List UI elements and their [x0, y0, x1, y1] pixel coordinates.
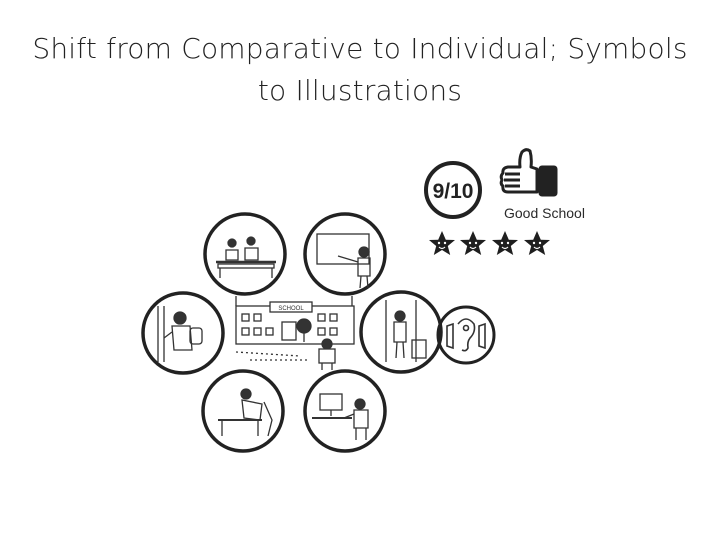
score-text: 9/10 [433, 180, 474, 203]
thumbs-up-icon [499, 148, 558, 197]
star-icon [524, 231, 550, 255]
classroom-students-illustration [203, 212, 287, 296]
student-computer-illustration [303, 369, 387, 453]
hearing-icon [436, 305, 496, 365]
school-sign: SCHOOL [278, 306, 304, 312]
star-icon [492, 231, 518, 255]
school-building-illustration: SCHOOL [235, 296, 355, 370]
student-backpack-illustration [141, 291, 225, 375]
star-icon [429, 231, 455, 255]
rating-label: Good School [504, 205, 585, 221]
slide-title: Shift from Comparative to Individual; Sy… [20, 28, 700, 112]
student-standing-illustration [359, 290, 443, 374]
title-line-2: to Illustrations [257, 74, 463, 107]
star-icon [460, 231, 486, 255]
student-writing-illustration [201, 369, 285, 453]
title-line-1: Shift from Comparative to Individual; Sy… [32, 32, 688, 65]
star-rating [429, 231, 550, 255]
teacher-blackboard-illustration [303, 212, 387, 296]
score-badge: 9/10 [424, 161, 482, 219]
